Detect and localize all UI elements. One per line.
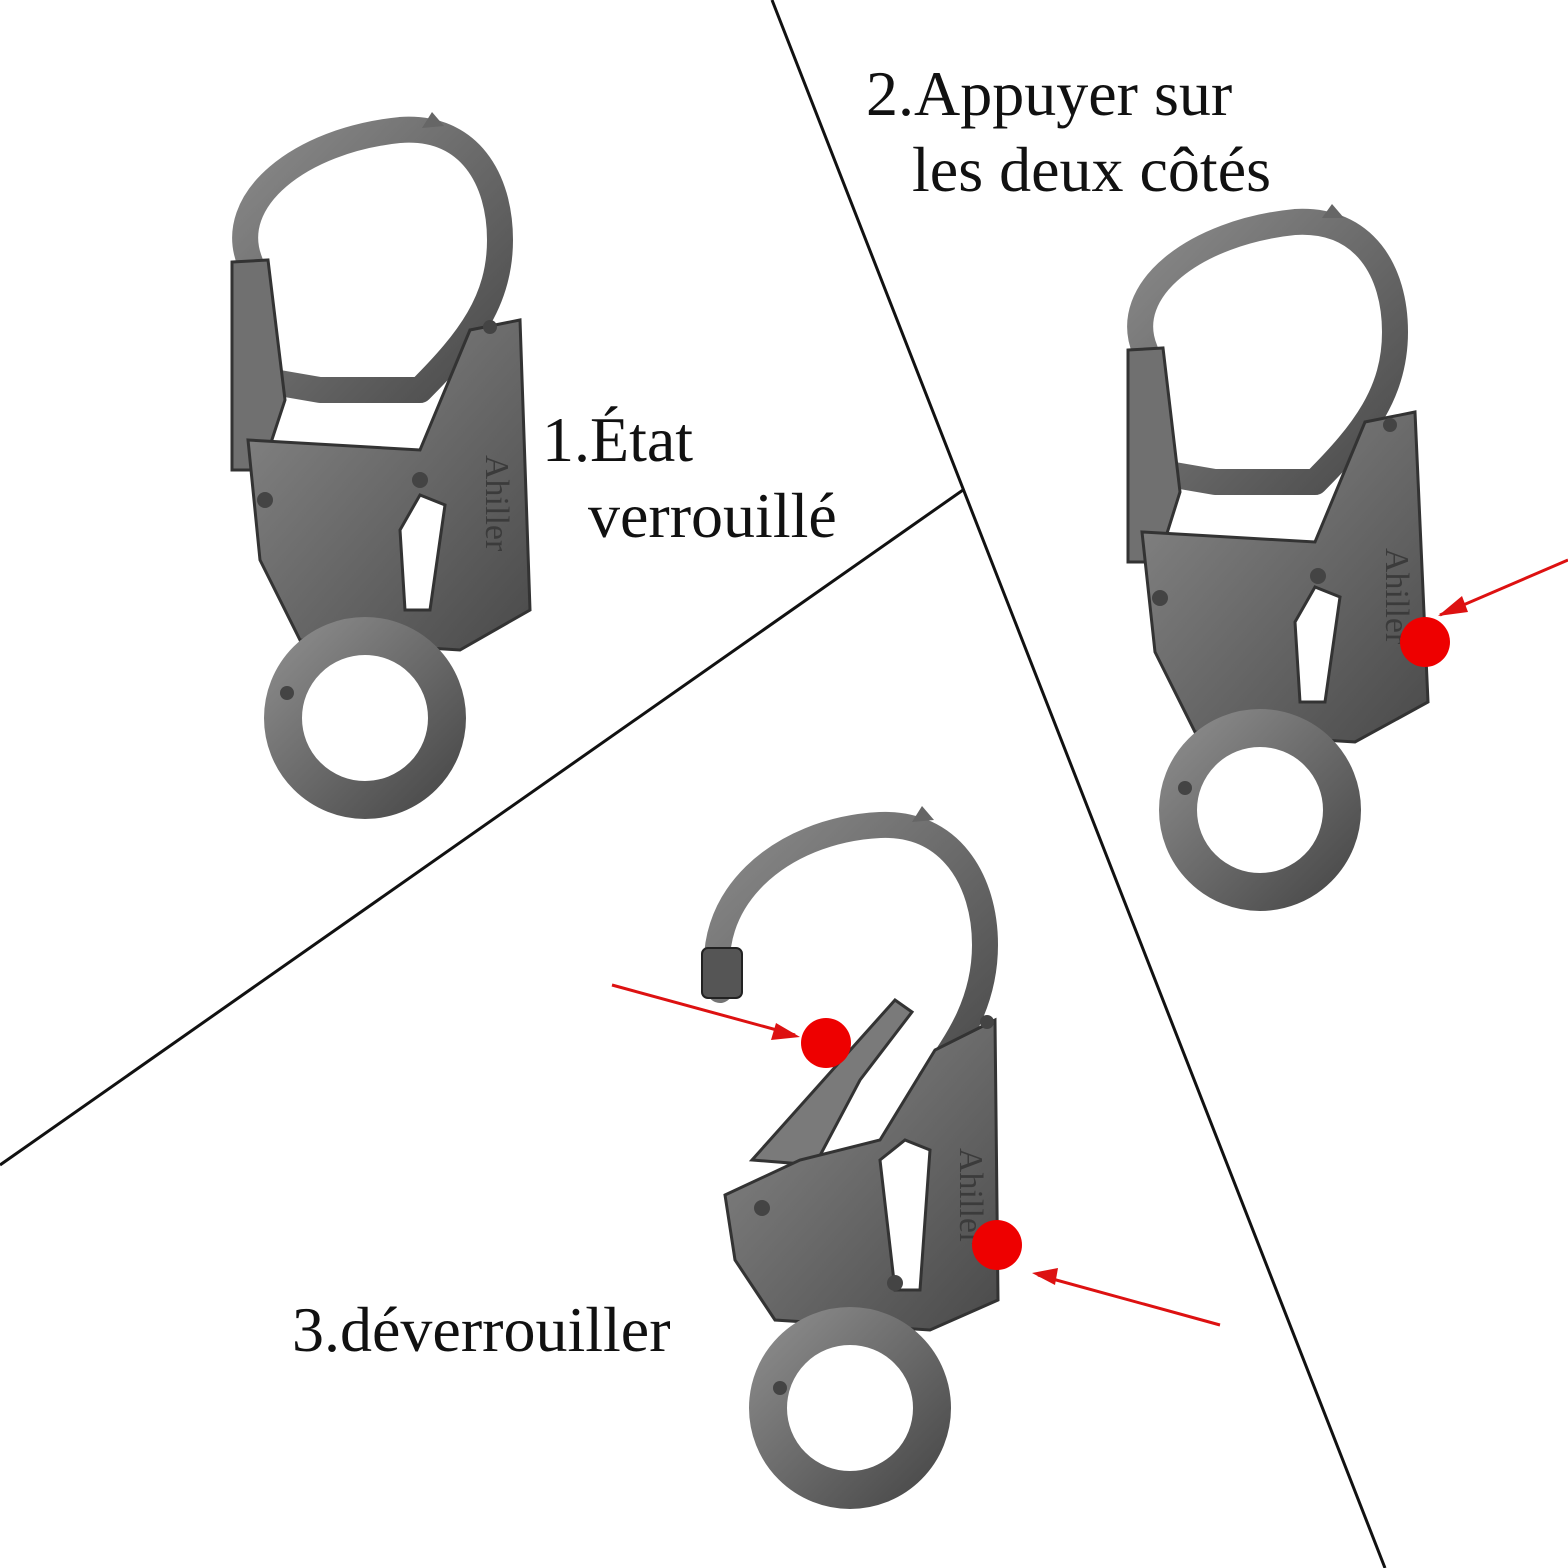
brand-engraving-1: Ahiller xyxy=(478,455,515,552)
step1-line2: verrouillé xyxy=(588,479,837,551)
press-dot-step3-side xyxy=(972,1220,1022,1270)
step1-label: 1.État verrouillé xyxy=(542,402,837,553)
press-indicators xyxy=(611,558,1568,1327)
step2-line2: les deux côtés xyxy=(912,133,1271,205)
divider-line-diagonal xyxy=(770,0,1387,1568)
press-dot-step3-gate xyxy=(801,1018,851,1068)
carabiner-pressed: Ahiller xyxy=(1126,204,1430,911)
step1-line1: 1.État xyxy=(542,404,694,475)
divider-line-lower xyxy=(0,488,964,1167)
press-dot-step2 xyxy=(1400,617,1450,667)
step2-line1: 2.Appuyer sur xyxy=(866,58,1233,129)
carabiner-open: Ahiller xyxy=(701,806,1000,1509)
press-arrow-step3-gate xyxy=(611,983,796,1037)
step3-line1: 3.déverrouiller xyxy=(292,1294,671,1365)
step2-label: 2.Appuyer sur les deux côtés xyxy=(866,56,1271,207)
carabiner-locked: Ahiller xyxy=(230,112,532,819)
press-arrow-step3-side xyxy=(1037,1273,1221,1327)
step3-label: 3.déverrouiller xyxy=(292,1292,671,1368)
